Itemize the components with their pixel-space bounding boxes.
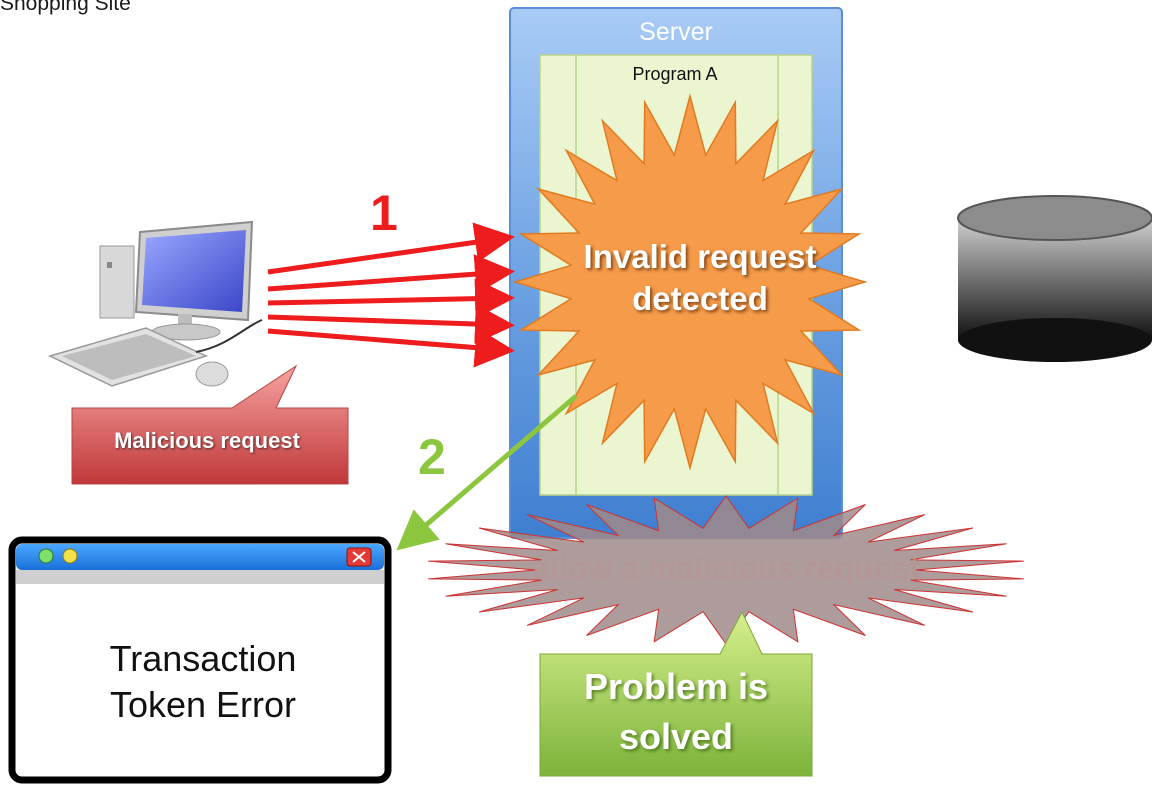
computer-icon (47, 220, 263, 387)
burst-text-line2: detected (632, 280, 768, 317)
malicious-request-callout (71, 364, 349, 485)
error-response-arrow (396, 394, 578, 551)
window-dot-green-icon (38, 548, 54, 564)
step-2-label: 2 (418, 429, 446, 485)
step-1-label: 1 (370, 185, 398, 241)
error-window-line1: Transaction (109, 638, 297, 679)
server-label: Server (639, 18, 713, 46)
problem-solved-label: Problem is solved (540, 662, 812, 762)
invalid-request-burst (512, 93, 868, 471)
burst-text-line1: Invalid request (583, 238, 817, 275)
problem-solved-line1: Problem is (583, 666, 769, 707)
malicious-request-arrows (267, 222, 515, 368)
burst-text: Invalid request detected (500, 236, 900, 320)
program-label: Program A (632, 64, 718, 84)
problem-solved-callout (539, 610, 813, 777)
error-window-line2: Token Error (109, 684, 297, 725)
error-window-message: Transaction Token Error (22, 636, 384, 728)
database-icon (957, 195, 1152, 362)
site-title: Shopping Site (0, 0, 131, 15)
window-dot-yellow-icon (62, 548, 78, 564)
blocked-request-text: allow a malicious request (532, 550, 920, 586)
error-window (8, 536, 392, 784)
problem-solved-line2: solved (618, 716, 734, 757)
malicious-request-label: Malicious request (114, 428, 300, 453)
